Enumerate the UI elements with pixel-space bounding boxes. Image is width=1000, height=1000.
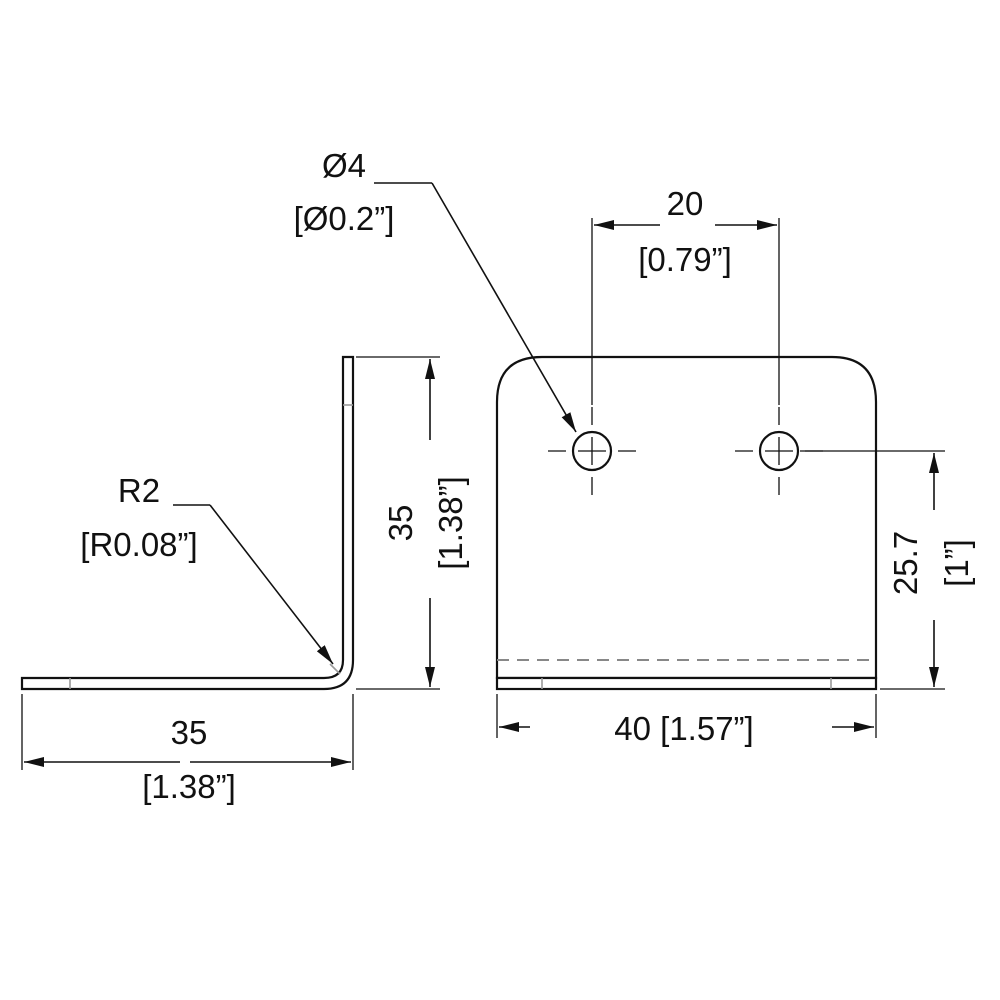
spacing-mm-label: 20 — [667, 185, 704, 222]
radius-mm-label: R2 — [118, 472, 160, 509]
length-mm-label: 35 — [171, 714, 208, 751]
length-in-label: [1.38”] — [142, 768, 236, 805]
height-mm-label: 35 — [382, 505, 419, 542]
plate-outline — [495, 355, 878, 680]
hole-mm-label: Ø4 — [322, 147, 366, 184]
side-view: 35 [1.38”] 35 [1.38”] R2 [R0.08”] — [20, 355, 469, 805]
spacing-in-label: [0.79”] — [638, 241, 732, 278]
hole-in-label: [Ø0.2”] — [294, 200, 395, 237]
plate-base-flange — [495, 676, 878, 691]
width-label: 40 [1.57”] — [614, 710, 753, 747]
front-view: 20 [0.79”] Ø4 [Ø0.2”] 25.7 [1”] 40 [1.57… — [294, 147, 975, 747]
radius-leader — [209, 504, 334, 665]
bend-mark — [329, 663, 341, 675]
height-in-label: [1.38”] — [432, 476, 469, 570]
hole-height-in-label: [1”] — [938, 539, 975, 587]
l-bracket-profile — [20, 355, 355, 691]
hole-height-mm-label: 25.7 — [887, 531, 924, 595]
hole-diameter-leader — [431, 182, 577, 433]
radius-in-label: [R0.08”] — [80, 526, 197, 563]
hole-centerlines — [548, 407, 823, 495]
